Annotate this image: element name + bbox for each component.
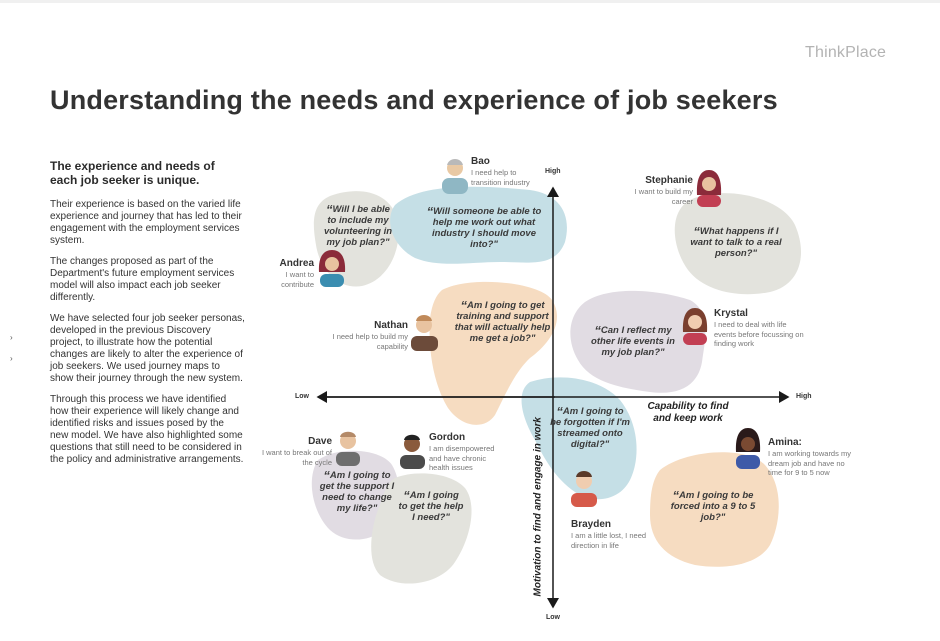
amina-avatar — [735, 428, 761, 469]
dave-avatar — [336, 431, 360, 466]
andrea-quote: “Will I be able to include my volunteeri… — [323, 202, 393, 248]
y-axis-high-label: High — [545, 168, 561, 175]
stephanie-quote: “What happens if I want to talk to a rea… — [690, 224, 782, 259]
brayden-quote: “Am I going to be forgotten if I'm strea… — [550, 404, 630, 450]
nathan-quote: “Am I going to get training and support … — [454, 298, 551, 344]
x-axis-title: Capability to find and keep work — [647, 401, 729, 424]
brand-logo: ThinkPlace — [805, 44, 887, 61]
krystal-avatar — [682, 308, 708, 345]
gordon-description: I am disempowered and have chronic healt… — [429, 444, 495, 472]
andrea-avatar — [318, 250, 346, 287]
intro-paragraph: The changes proposed as part of the Depa… — [50, 256, 235, 303]
stephanie-quote-blob — [674, 193, 802, 295]
y-axis-low-label: Low — [546, 614, 560, 621]
bao-quote: “Will someone be able to help me work ou… — [426, 204, 542, 250]
left-edge-marker-icon: › — [10, 333, 13, 342]
x-axis-low-label: Low — [295, 393, 309, 400]
intro-section: The experience and needs of each job see… — [50, 159, 245, 475]
amina-description: I am working towards my dream job and ha… — [768, 449, 851, 477]
brayden-avatar — [571, 471, 597, 507]
bao-description: I need help to transition industry — [471, 168, 530, 187]
amina-name: Amina: — [768, 437, 802, 448]
nathan-description: I need help to build my capability — [332, 332, 408, 351]
top-divider — [0, 0, 940, 3]
bao-avatar — [442, 159, 468, 194]
amina-quote-blob — [650, 452, 779, 567]
y-axis-title: Motivation to find and engage in work — [532, 417, 544, 597]
brayden-description: I am a little lost, I need direction in … — [571, 531, 647, 550]
intro-heading: The experience and needs of each job see… — [50, 159, 215, 187]
dave-quote: “Am I going to get the support I need to… — [319, 468, 395, 514]
gordon-quote: “Am I going to get the help I need?" — [398, 488, 464, 523]
nathan-name: Nathan — [374, 320, 408, 331]
amina-quote: “Am I going to be forced into a 9 to 5 j… — [670, 488, 756, 523]
krystal-name: Krystal — [714, 308, 748, 319]
gordon-quote-blob — [371, 473, 472, 584]
brayden-name: Brayden — [571, 519, 612, 530]
krystal-quote: “Can I reflect my other life events in m… — [591, 323, 675, 358]
intro-paragraph: Their experience is based on the varied … — [50, 199, 242, 246]
andrea-name: Andrea — [279, 258, 314, 269]
nathan-avatar — [411, 315, 438, 351]
krystal-quote-blob — [570, 290, 706, 393]
gordon-avatar — [400, 434, 425, 469]
krystal-description: I need to deal with life events before f… — [714, 320, 804, 348]
stephanie-description: I want to build my career — [634, 187, 693, 206]
dave-name: Dave — [308, 436, 332, 447]
left-edge-marker-icon: › — [10, 354, 13, 363]
x-axis-high-label: High — [796, 393, 812, 400]
intro-paragraph: We have selected four job seeker persona… — [50, 313, 245, 384]
gordon-name: Gordon — [429, 432, 466, 443]
bao-quote-blob — [390, 186, 567, 264]
brayden-quote-blob — [521, 377, 637, 500]
nathan-quote-blob — [429, 281, 557, 425]
andrea-description: I want to contribute — [281, 270, 314, 289]
bao-name: Bao — [471, 156, 490, 167]
intro-paragraph: Through this process we have identified … — [50, 394, 244, 465]
dave-description: I want to break out of the cycle — [261, 448, 332, 467]
stephanie-avatar — [696, 170, 722, 207]
stephanie-name: Stephanie — [645, 175, 693, 186]
page-title: Understanding the needs and experience o… — [50, 85, 778, 115]
